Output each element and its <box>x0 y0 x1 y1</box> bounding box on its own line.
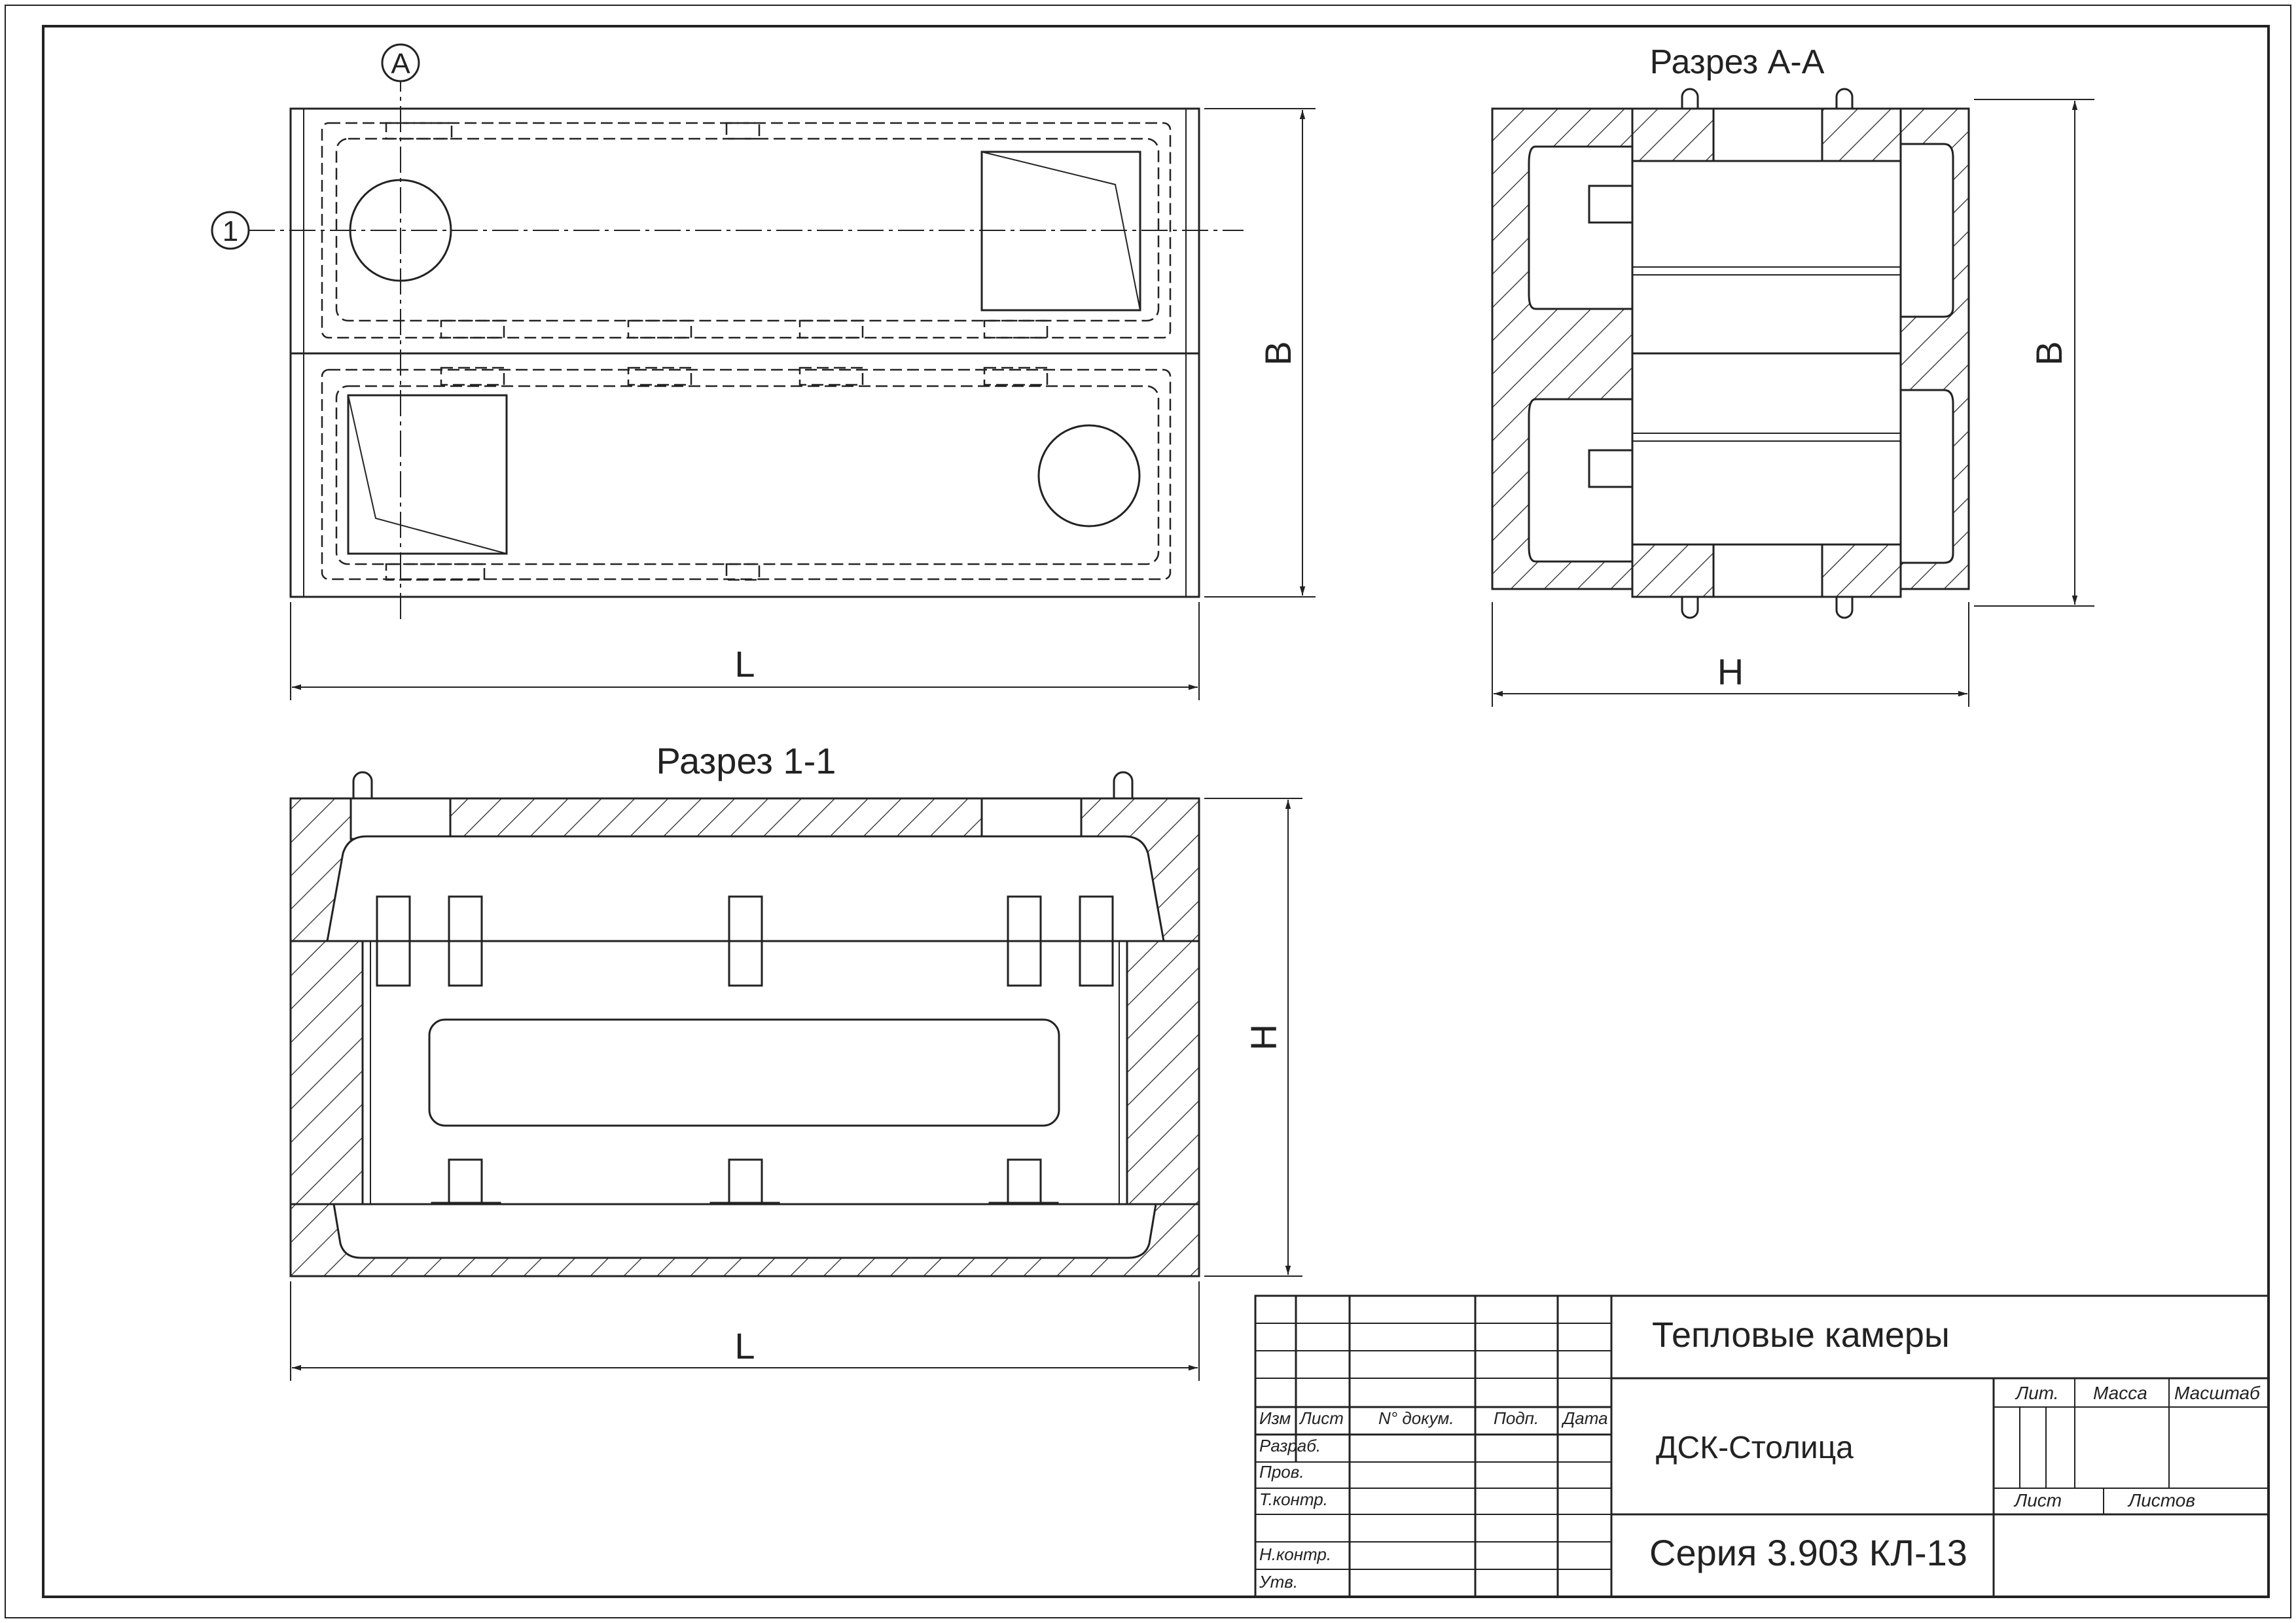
tb-sheets: Листов <box>2127 1490 2195 1510</box>
tb-row-tkontr: Т.контр. <box>1259 1489 1328 1509</box>
tb-masshtab: Масштаб <box>2174 1383 2261 1403</box>
section-aa-title: Разрез А-А <box>1650 43 1825 81</box>
tb-col-list: Лист <box>1299 1408 1344 1428</box>
section-11-dim-h: H <box>1243 1024 1284 1050</box>
tb-col-izm: Изм <box>1259 1408 1291 1428</box>
section-aa: Разрез А-А <box>1491 43 2094 707</box>
section-11-dim-l: L <box>734 1325 755 1366</box>
axis-marker-1 <box>211 211 250 250</box>
section-aa-dim-h: H <box>1717 651 1744 692</box>
manhole-opening-square-bottom <box>347 394 508 555</box>
manhole-opening-round-bottom <box>1037 424 1141 527</box>
section-11: Разрез 1-1 <box>289 740 1302 1381</box>
tb-row-prov: Пров. <box>1259 1462 1304 1482</box>
title-block: Изм Лист N° докум. Подп. Дата Разраб. Пр… <box>1254 1294 2270 1598</box>
section-11-title: Разрез 1-1 <box>656 740 836 781</box>
tb-col-date: Дата <box>1561 1408 1608 1428</box>
section-aa-dim-b: B <box>2028 341 2070 365</box>
tb-drawing-title: Тепловые камеры <box>1652 1315 1950 1355</box>
tb-row-razrab: Разраб. <box>1259 1436 1321 1455</box>
tb-massa: Масса <box>2093 1383 2147 1403</box>
sheet-outer-border <box>5 5 2291 1618</box>
plan-dim-b: B <box>1257 341 1299 365</box>
tb-sheet: Лист <box>2013 1490 2062 1510</box>
axis-label-a: A <box>391 48 410 80</box>
tb-row-utv: Утв. <box>1259 1572 1298 1592</box>
tb-series: Серия 3.903 КЛ-13 <box>1649 1532 1967 1573</box>
axis-marker-a <box>381 43 420 82</box>
plan-dim-l: L <box>734 643 755 685</box>
plan-view: A 1 L B <box>211 43 1316 700</box>
tb-row-nkontr: Н.контр. <box>1259 1544 1331 1564</box>
tb-col-sign: Подп. <box>1494 1408 1539 1428</box>
tb-organization: ДСК-Столица <box>1656 1431 1854 1465</box>
sheet-frame <box>42 25 2270 1598</box>
tb-lit: Лит. <box>2015 1383 2059 1403</box>
axis-label-1: 1 <box>223 215 238 247</box>
section-11-slot <box>428 1018 1060 1127</box>
tb-col-doc: N° докум. <box>1378 1408 1454 1428</box>
